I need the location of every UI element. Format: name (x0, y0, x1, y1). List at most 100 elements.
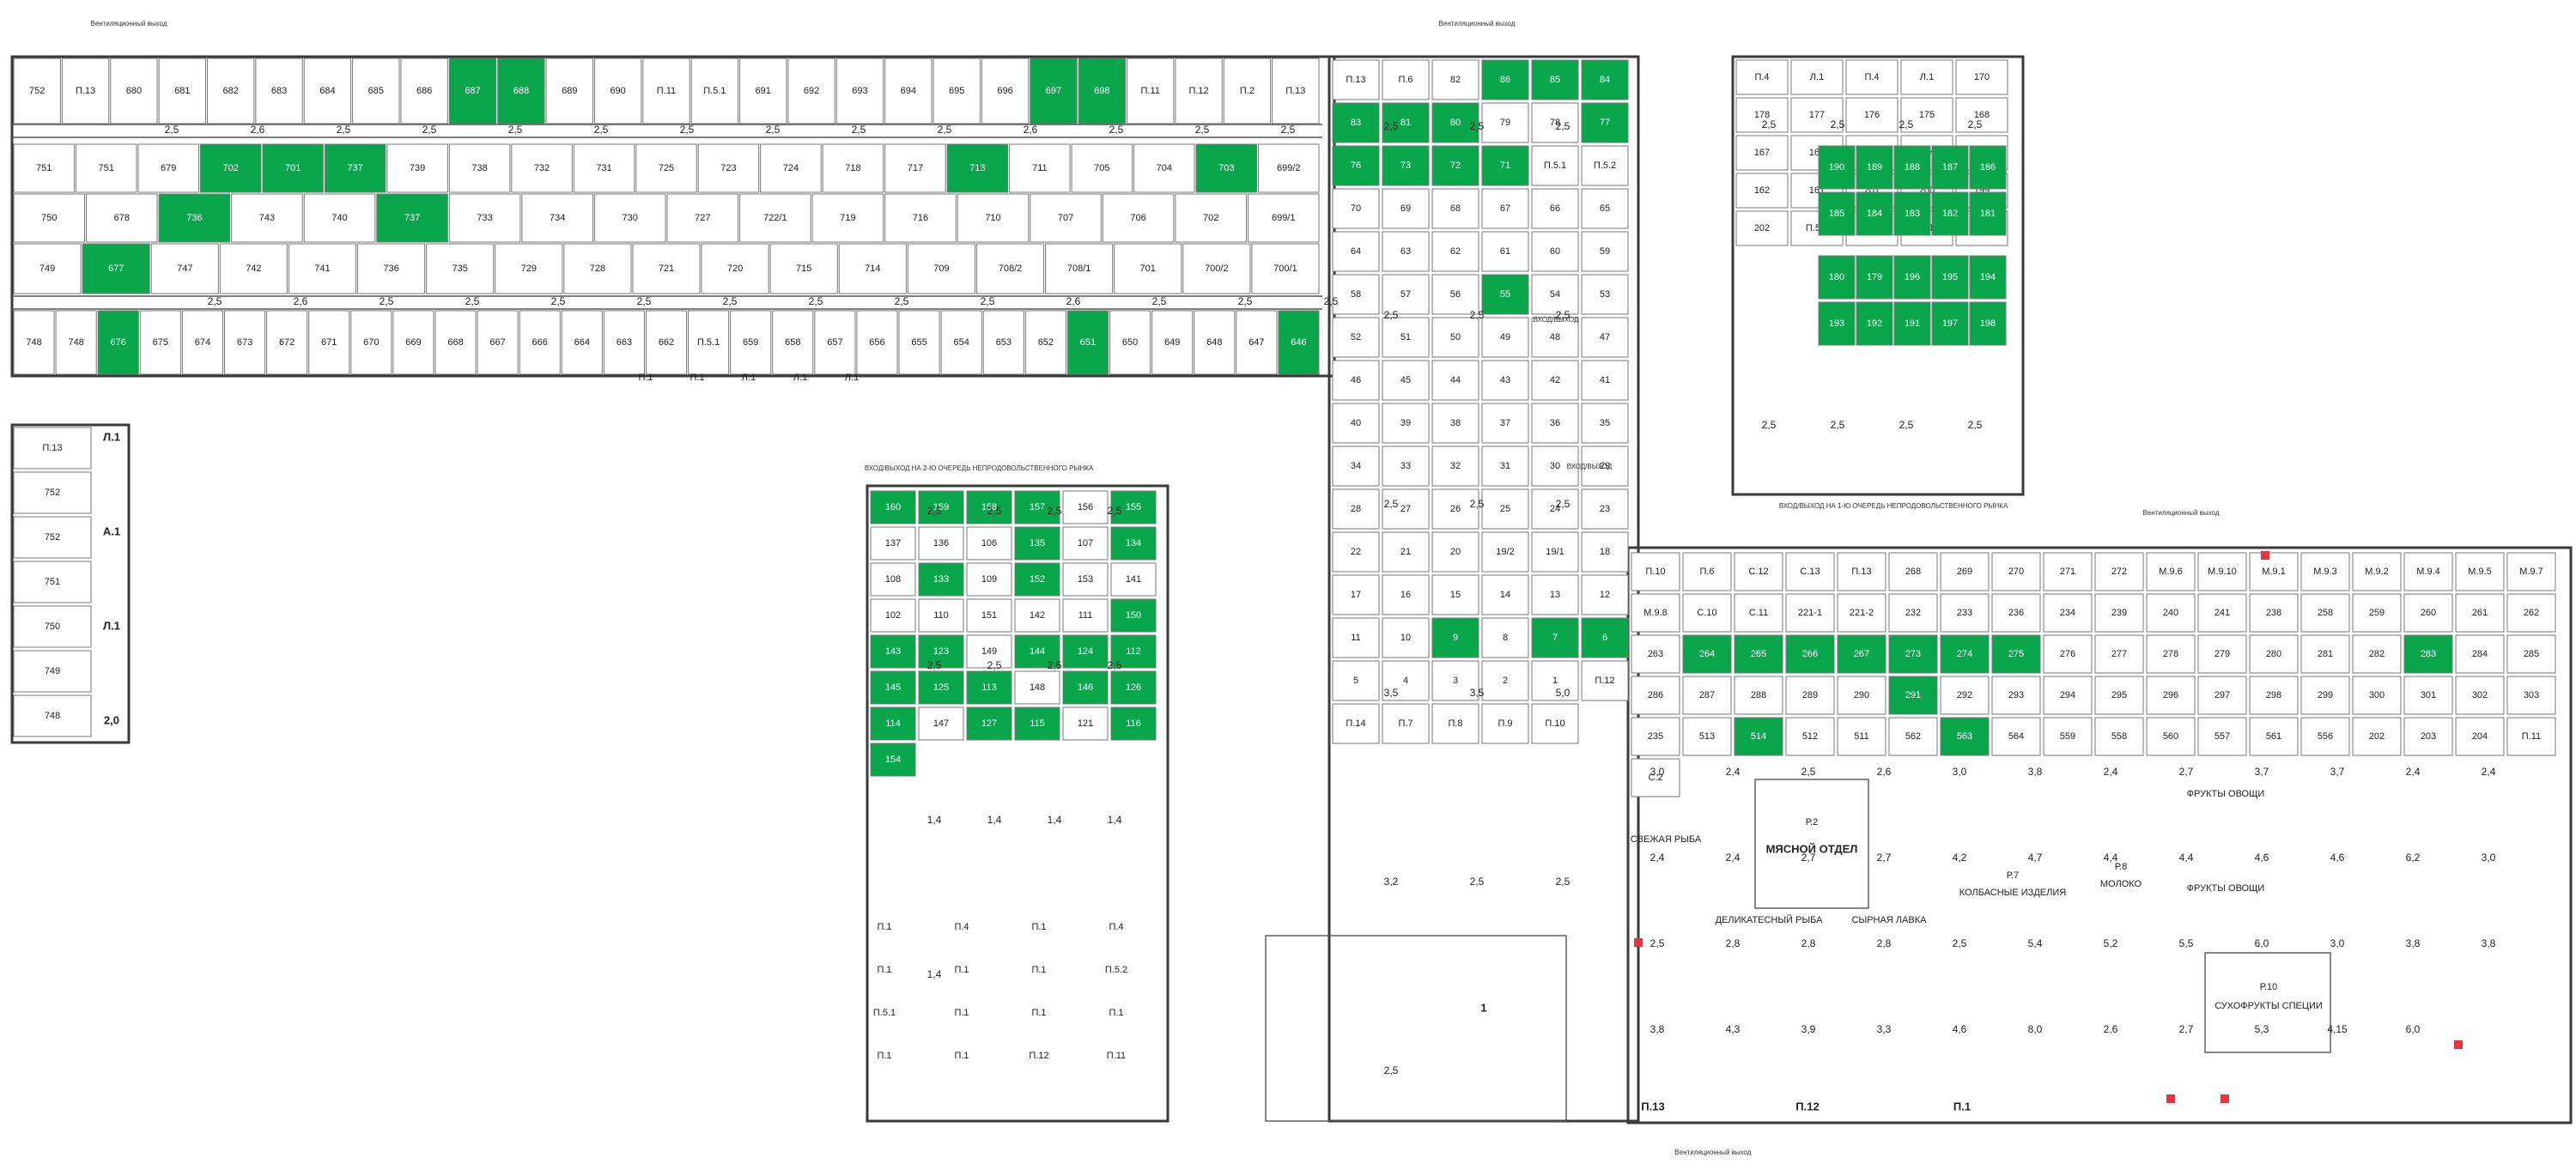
room-714[interactable]: 714 (838, 243, 907, 294)
room-297[interactable]: 297 (2197, 676, 2247, 715)
room-35[interactable]: 35 (1581, 403, 1629, 444)
room-6[interactable]: 6 (1581, 617, 1629, 658)
room-69[interactable]: 69 (1382, 188, 1430, 229)
room-175[interactable]: 175 (1900, 97, 1953, 133)
room-238[interactable]: 238 (2249, 593, 2299, 633)
room-708/1[interactable]: 708/1 (1045, 243, 1114, 294)
room-П.13[interactable]: П.13 (1332, 59, 1380, 100)
room-263[interactable]: 263 (1631, 634, 1680, 674)
room-743[interactable]: 743 (231, 193, 303, 243)
room-271[interactable]: 271 (2043, 552, 2093, 591)
room-107[interactable]: 107 (1062, 526, 1109, 561)
room-С.10[interactable]: С.10 (1682, 593, 1732, 633)
room-115[interactable]: 115 (1014, 706, 1060, 741)
room-116[interactable]: 116 (1110, 706, 1157, 741)
room-11[interactable]: 11 (1332, 617, 1380, 658)
room-77[interactable]: 77 (1581, 102, 1629, 143)
room-183[interactable]: 183 (1893, 191, 1931, 236)
room-П.10[interactable]: П.10 (1531, 703, 1579, 744)
room-133[interactable]: 133 (918, 562, 964, 597)
room-155[interactable]: 155 (1110, 490, 1157, 524)
room-14[interactable]: 14 (1481, 574, 1529, 615)
room-192[interactable]: 192 (1856, 301, 1893, 346)
room-677[interactable]: 677 (82, 243, 150, 294)
room-741[interactable]: 741 (288, 243, 357, 294)
room-154[interactable]: 154 (870, 743, 916, 777)
room-53[interactable]: 53 (1581, 274, 1629, 315)
room-649[interactable]: 649 (1151, 310, 1194, 375)
room-52[interactable]: 52 (1332, 317, 1380, 358)
room-12[interactable]: 12 (1581, 574, 1629, 615)
room-157[interactable]: 157 (1014, 490, 1060, 524)
room-179[interactable]: 179 (1856, 255, 1893, 300)
room-М.9.3[interactable]: М.9.3 (2300, 552, 2350, 591)
room-М.9.1[interactable]: М.9.1 (2249, 552, 2299, 591)
room-561[interactable]: 561 (2249, 717, 2299, 756)
room-751[interactable]: 751 (13, 561, 92, 603)
room-655[interactable]: 655 (898, 310, 940, 375)
room-270[interactable]: 270 (1991, 552, 2041, 591)
room-668[interactable]: 668 (434, 310, 477, 375)
room-676[interactable]: 676 (97, 310, 139, 375)
room-663[interactable]: 663 (603, 310, 645, 375)
room-267[interactable]: 267 (1837, 634, 1886, 674)
room-50[interactable]: 50 (1431, 317, 1479, 358)
room-299[interactable]: 299 (2300, 676, 2350, 715)
room-М.9.10[interactable]: М.9.10 (2197, 552, 2247, 591)
room-281[interactable]: 281 (2300, 634, 2350, 674)
room-45[interactable]: 45 (1382, 360, 1430, 401)
room-748[interactable]: 748 (13, 310, 55, 375)
room-687[interactable]: 687 (448, 58, 497, 124)
room-190[interactable]: 190 (1818, 145, 1856, 190)
room-681[interactable]: 681 (158, 58, 206, 124)
room-П.5.1[interactable]: П.5.1 (1531, 145, 1579, 186)
room-298[interactable]: 298 (2249, 676, 2299, 715)
room-748[interactable]: 748 (55, 310, 97, 375)
room-293[interactable]: 293 (1991, 676, 2041, 715)
room-П.13[interactable]: П.13 (13, 427, 92, 470)
room-194[interactable]: 194 (1969, 255, 2007, 300)
room-27[interactable]: 27 (1382, 488, 1430, 530)
room-751[interactable]: 751 (13, 143, 75, 193)
room-560[interactable]: 560 (2146, 717, 2196, 756)
room-48[interactable]: 48 (1531, 317, 1579, 358)
room-512[interactable]: 512 (1785, 717, 1835, 756)
room-706[interactable]: 706 (1102, 193, 1175, 243)
room-696[interactable]: 696 (981, 58, 1030, 124)
room-749[interactable]: 749 (13, 243, 82, 294)
room-752[interactable]: 752 (13, 516, 92, 559)
room-272[interactable]: 272 (2094, 552, 2144, 591)
room-290[interactable]: 290 (1837, 676, 1886, 715)
room-718[interactable]: 718 (822, 143, 884, 193)
room-5[interactable]: 5 (1332, 660, 1380, 701)
room-283[interactable]: 283 (2403, 634, 2453, 674)
room-П.8[interactable]: П.8 (1431, 703, 1479, 744)
room-742[interactable]: 742 (219, 243, 288, 294)
room-П.9[interactable]: П.9 (1481, 703, 1529, 744)
room-121[interactable]: 121 (1062, 706, 1109, 741)
room-М.9.8[interactable]: М.9.8 (1631, 593, 1680, 633)
room-709[interactable]: 709 (907, 243, 975, 294)
room-Л.1[interactable]: Л.1 (1900, 59, 1953, 95)
room-189[interactable]: 189 (1856, 145, 1893, 190)
room-П.12[interactable]: П.12 (1175, 58, 1223, 124)
room-31[interactable]: 31 (1481, 446, 1529, 487)
room-62[interactable]: 62 (1431, 231, 1479, 272)
room-24[interactable]: 24 (1531, 488, 1579, 530)
room-691[interactable]: 691 (739, 58, 787, 124)
room-33[interactable]: 33 (1382, 446, 1430, 487)
room-282[interactable]: 282 (2352, 634, 2402, 674)
room-659[interactable]: 659 (730, 310, 772, 375)
room-124[interactable]: 124 (1062, 634, 1109, 669)
room-М.9.2[interactable]: М.9.2 (2352, 552, 2402, 591)
room-44[interactable]: 44 (1431, 360, 1479, 401)
room-61[interactable]: 61 (1481, 231, 1529, 272)
room-680[interactable]: 680 (110, 58, 158, 124)
room-664[interactable]: 664 (561, 310, 603, 375)
room-738[interactable]: 738 (448, 143, 511, 193)
room-72[interactable]: 72 (1431, 145, 1479, 186)
room-700/2[interactable]: 700/2 (1182, 243, 1251, 294)
room-58[interactable]: 58 (1332, 274, 1380, 315)
room-720[interactable]: 720 (701, 243, 769, 294)
room-240[interactable]: 240 (2146, 593, 2196, 633)
